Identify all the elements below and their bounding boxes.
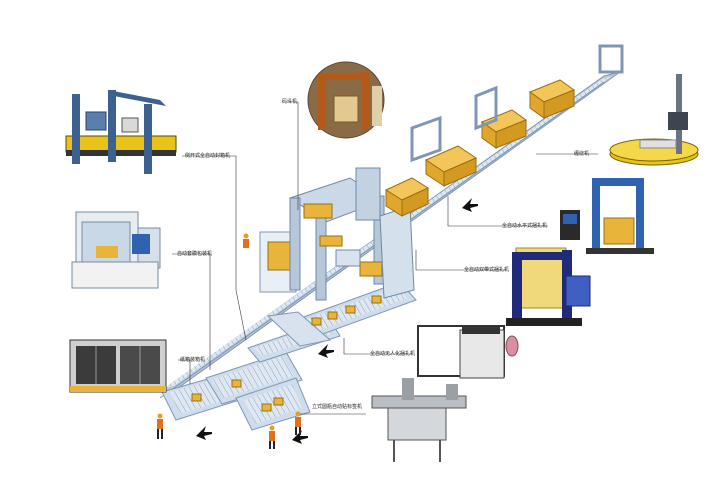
palletizer-cell [259,167,415,301]
label-box-strapper: 全自动无人化捆扎机 [370,351,416,357]
label-vertical-strapper: 全自动双带式捆扎机 [464,267,510,273]
label-horizontal-strapper: 全自动水平式捆扎机 [502,223,548,229]
flow-arrows [196,198,478,444]
flow-arrow-icon [318,344,334,358]
inline-strapping-arch [410,44,624,163]
workers [157,233,301,449]
flow-arrow-icon [292,430,308,444]
palletizer-photo-inset [307,61,385,139]
label-palletizer: 码垛机 [282,99,298,105]
pallet-load [528,79,576,119]
label-case-packer: 纸箱装箱机 [180,357,206,363]
label-labeler: 立式圆瓶自动贴标签机 [312,404,363,410]
labeler-machine [371,378,467,462]
vertical-strapper-machine [506,247,591,326]
shrink-wrapper-machine [71,211,161,289]
worker-icon [295,411,301,435]
label-carton-sealer: 侧开式全自动封箱机 [185,153,231,159]
worker-icon [157,413,163,439]
horizontal-strapper-machine [560,178,654,254]
case-packer-machine [69,339,167,393]
leader-lines [172,101,598,415]
label-shrink-wrapper: 自动套膜包装机 [177,251,213,257]
label-stretch-wrapper: 缠绕机 [574,151,590,157]
pallet-loads [384,79,576,217]
worker-icon [269,425,275,449]
box-strapper-machine [417,325,519,379]
flow-arrow-icon [462,198,478,212]
small-cartons [191,295,382,412]
pallet-load [480,109,528,149]
pallet-load [384,177,430,217]
pallet-load [424,145,478,187]
flow-arrow-icon [196,426,212,440]
worker-icon [243,233,249,248]
carton-sealer-machine [65,90,177,174]
stretch-wrapper-machine [609,74,699,166]
